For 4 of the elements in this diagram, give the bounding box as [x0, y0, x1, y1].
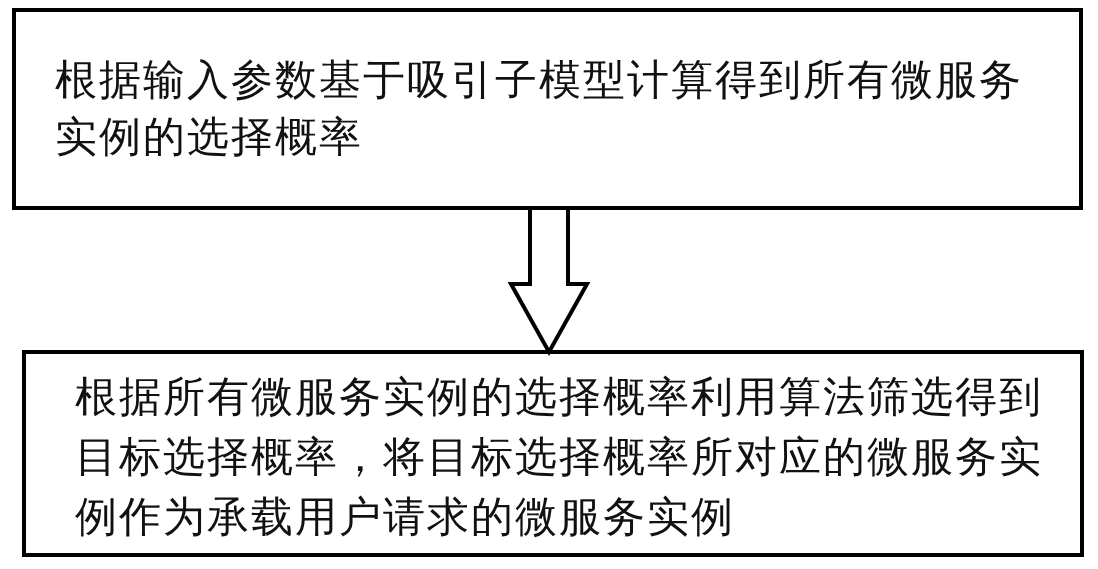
step-text: 根据输入参数基于吸引子模型计算得到所有微服务实例的选择概率	[55, 54, 1024, 163]
step-text: 根据所有微服务实例的选择概率利用算法筛选得到目标选择概率，将目标选择概率所对应的微服务实例作为承载用户请求的微服务实例	[75, 371, 1044, 543]
process-box	[22, 350, 1084, 557]
process-box	[12, 8, 1083, 210]
